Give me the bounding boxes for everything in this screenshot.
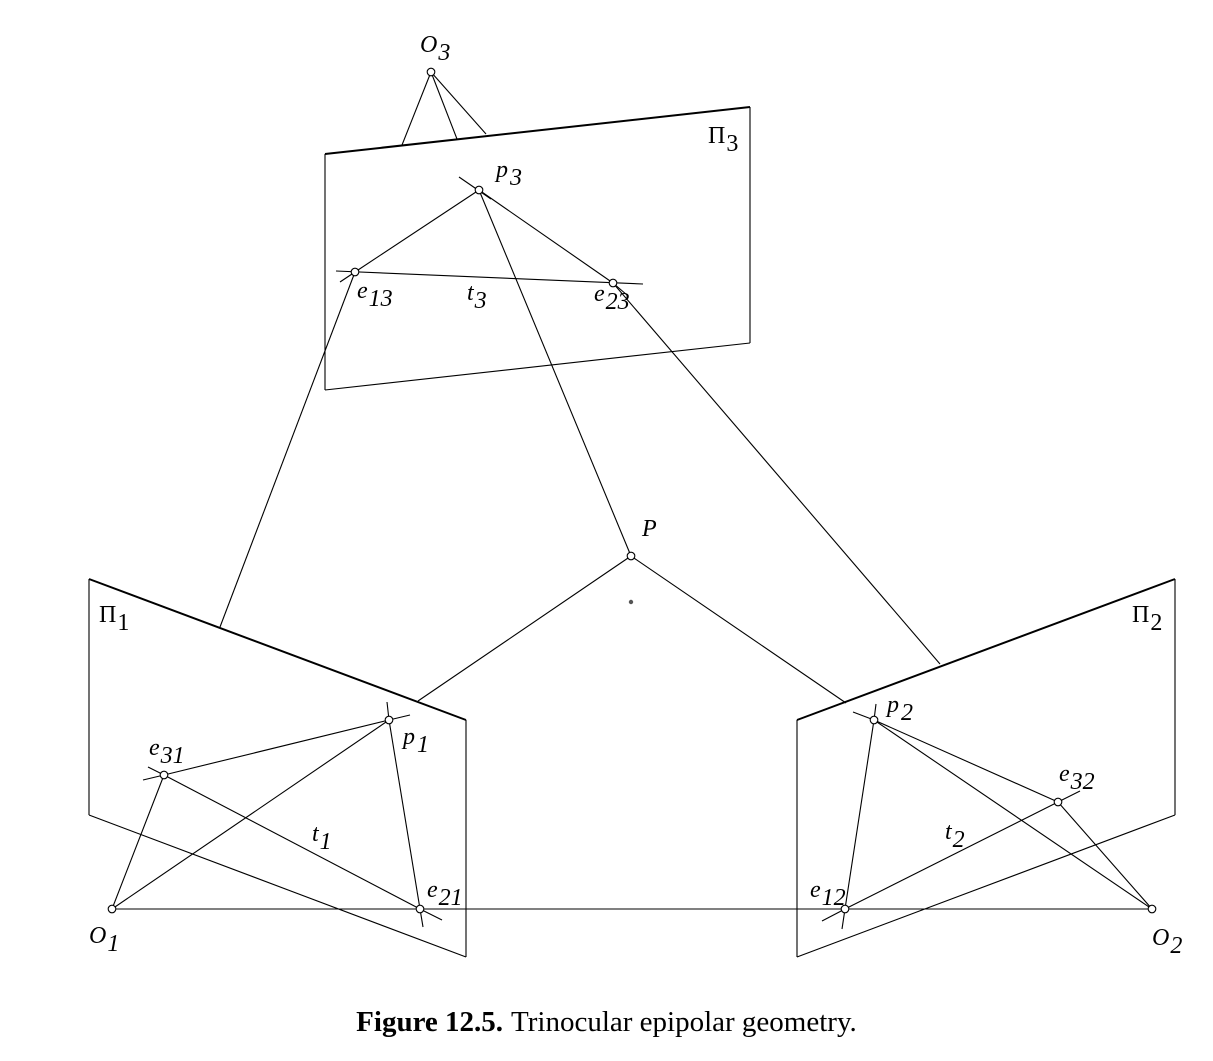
figure-caption: Figure 12.5.Trinocular epipolar geometry… [0,1006,1213,1039]
labels: O3 p3 e13 t3 e23 Π3 P Π1 e31 p1 t1 e21 O… [89,32,1182,959]
trinocular-epipolar-diagram: O3 p3 e13 t3 e23 Π3 P Π1 e31 p1 t1 e21 O… [88,32,1182,959]
point-e13 [350,267,360,277]
projection-rays [417,189,847,704]
small-mark [628,599,634,605]
point-o3 [426,67,436,77]
center-o3-rays [401,71,487,146]
label-e12: e12 [810,877,846,911]
label-p: P [641,516,657,542]
label-p3: p3 [494,157,522,191]
figure-number: Figure 12.5. [356,1006,504,1038]
point-e12 [840,904,850,914]
label-pi3: Π3 [708,123,738,157]
label-o1: O1 [89,923,119,957]
label-t1: t1 [312,821,332,855]
baselines [112,271,1152,910]
point-p2 [869,715,879,725]
point-p [626,551,636,561]
point-o2 [1147,904,1157,914]
points [107,67,1157,914]
label-pi1: Π1 [99,602,129,636]
figure-caption-text: Trinocular epipolar geometry. [511,1006,857,1038]
label-p1: p1 [401,724,429,758]
label-e13: e13 [357,278,393,312]
plane-pi1 [88,578,467,958]
point-e21 [415,904,425,914]
image3-lines [335,176,644,296]
image1-lines [111,701,443,928]
label-t3: t3 [467,280,487,314]
plane-pi3 [324,106,751,391]
label-t2: t2 [945,819,965,853]
label-e21: e21 [427,877,463,911]
point-e23 [608,278,618,288]
image2-lines [821,703,1153,930]
point-e32 [1053,797,1063,807]
label-pi2: Π2 [1132,602,1162,636]
label-o3: O3 [420,32,450,66]
label-o2: O2 [1152,925,1182,959]
label-p2: p2 [885,692,913,726]
point-p3 [474,185,484,195]
point-o1 [107,904,117,914]
label-e23: e23 [594,281,630,315]
point-p1 [384,715,394,725]
label-e32: e32 [1059,761,1095,795]
plane-pi2 [796,578,1176,958]
point-e31 [159,770,169,780]
label-e31: e31 [149,735,185,769]
